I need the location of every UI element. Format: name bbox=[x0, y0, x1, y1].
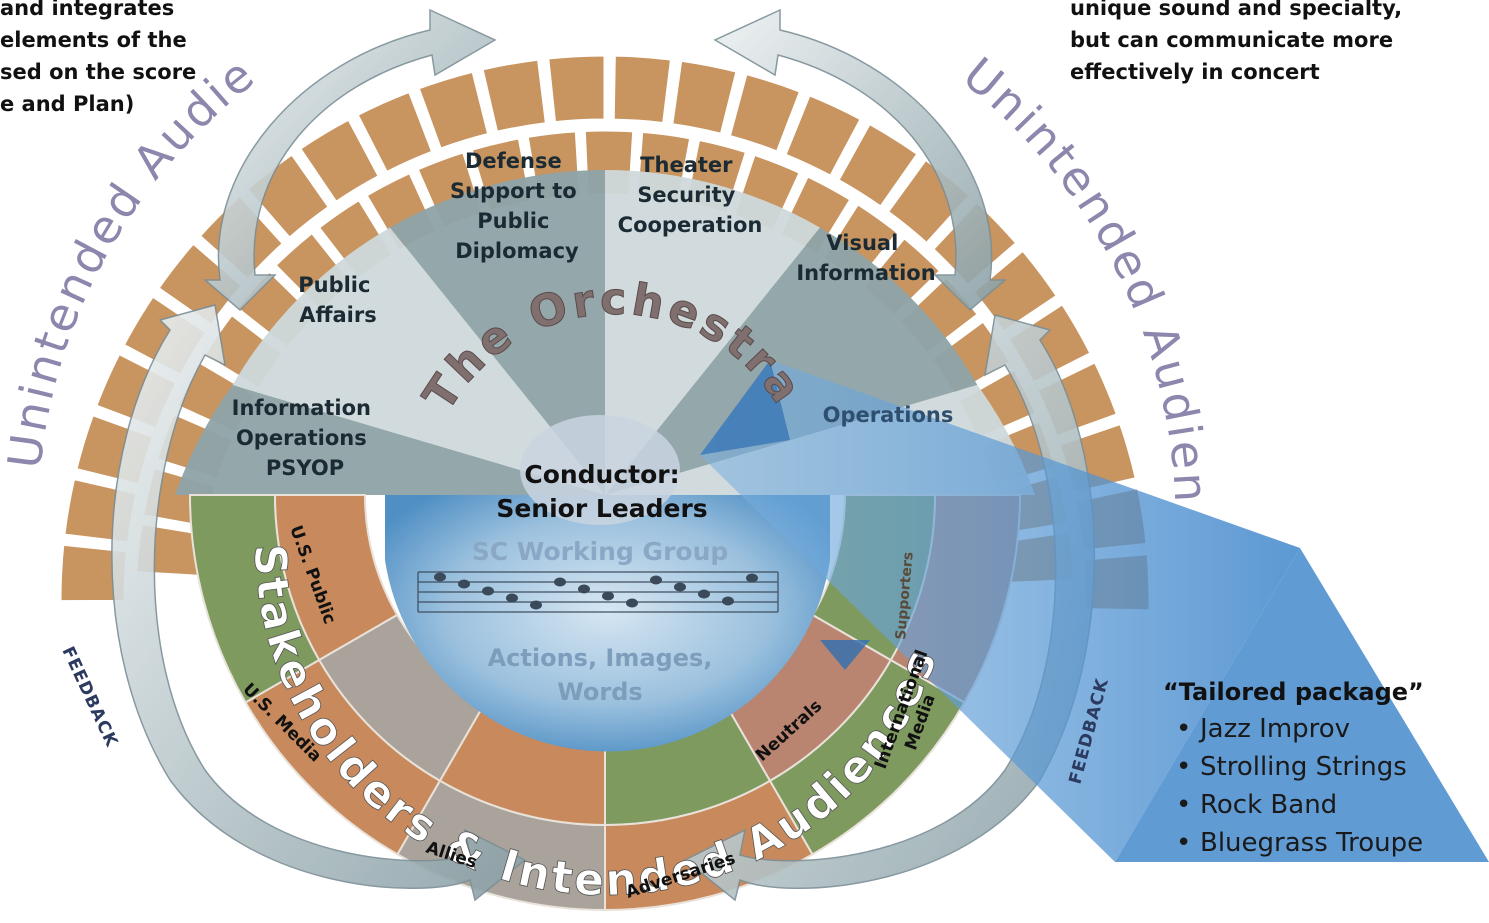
brick bbox=[835, 121, 921, 210]
center-bowl bbox=[385, 495, 830, 752]
orchestra-wedge bbox=[175, 385, 605, 495]
brick bbox=[416, 69, 491, 152]
brick bbox=[782, 92, 864, 179]
music-note bbox=[674, 582, 686, 592]
package-bullet: • bbox=[1176, 828, 1191, 858]
package-bullet: • bbox=[1176, 790, 1191, 820]
segment-supporters: Supporters bbox=[893, 551, 917, 640]
package-item: Rock Band bbox=[1200, 790, 1337, 820]
music-note bbox=[602, 591, 614, 601]
music-note bbox=[722, 596, 734, 606]
package-item: Bluegrass Troupe bbox=[1200, 828, 1423, 858]
tailored-package-list: •Jazz Improv•Strolling Strings•Rock Band… bbox=[1176, 714, 1423, 858]
music-note bbox=[530, 600, 542, 610]
music-note bbox=[746, 573, 758, 583]
brick bbox=[670, 58, 739, 137]
package-item: Jazz Improv bbox=[1198, 714, 1350, 744]
senior-leaders-label: Senior Leaders bbox=[496, 494, 707, 523]
tailored-package-panel bbox=[1115, 548, 1489, 862]
words-label: Words bbox=[557, 678, 642, 706]
package-bullet: • bbox=[1176, 752, 1191, 782]
brick bbox=[611, 53, 674, 126]
section-label-visual-information: Visual Information bbox=[796, 231, 935, 285]
brick bbox=[727, 71, 803, 154]
orchestra-wedge bbox=[390, 170, 605, 495]
package-beam bbox=[700, 360, 1489, 862]
orchestra-wedge bbox=[605, 227, 978, 495]
music-note bbox=[698, 589, 710, 599]
brick bbox=[546, 53, 607, 125]
section-label-operations: Operations bbox=[823, 403, 954, 427]
music-note bbox=[458, 579, 470, 589]
feedback-left-label: FEEDBACK bbox=[57, 644, 121, 751]
orchestra-wedge bbox=[605, 170, 820, 495]
music-note bbox=[626, 598, 638, 608]
orchestra-wedge bbox=[232, 227, 605, 495]
music-note bbox=[482, 586, 494, 596]
brick bbox=[355, 89, 435, 175]
music-note bbox=[554, 577, 566, 587]
working-group-label: SC Working Group bbox=[472, 537, 729, 566]
section-label-theater-security: Theater Security Cooperation bbox=[618, 153, 763, 237]
package-bullet: • bbox=[1176, 714, 1191, 744]
package-item: Strolling Strings bbox=[1200, 752, 1407, 782]
music-note bbox=[650, 575, 662, 585]
conductor-podium bbox=[520, 415, 680, 525]
circulation-arrows bbox=[111, 8, 1096, 902]
music-notes bbox=[434, 572, 758, 610]
section-label-information-operations: Information Operations PSYOP bbox=[232, 396, 379, 480]
section-label-defense-support: Defense Support to Public Diplomacy bbox=[450, 149, 584, 263]
brick bbox=[297, 116, 382, 205]
music-note bbox=[434, 572, 446, 582]
music-note bbox=[506, 593, 518, 603]
left-description-note: and integrates elements of the sed on th… bbox=[0, 0, 197, 116]
right-description-note: unique sound and specialty, but can comm… bbox=[1070, 0, 1403, 84]
tailored-package-title: “Tailored package” bbox=[1163, 678, 1424, 706]
section-label-public-affairs: Public Affairs bbox=[298, 273, 378, 327]
conductor-label: Conductor: bbox=[524, 460, 679, 489]
actions-label: Actions, Images, bbox=[488, 644, 713, 672]
music-note bbox=[578, 584, 590, 594]
music-staff bbox=[417, 571, 779, 613]
brick bbox=[480, 57, 549, 135]
